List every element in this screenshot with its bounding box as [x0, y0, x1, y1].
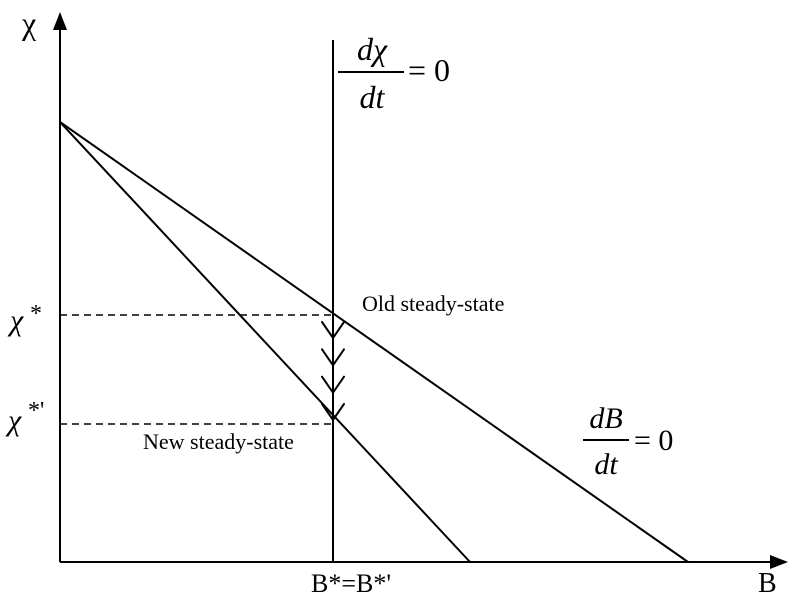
y-tick-new-steady-state: χ *' — [5, 398, 44, 437]
transition-arrow-chevron — [321, 348, 345, 368]
y-tick-new-base: χ — [5, 404, 22, 437]
x-axis-arrowhead — [770, 555, 788, 569]
new-db-dt-locus-line — [59, 121, 471, 563]
new-steady-state-label: New steady-state — [143, 429, 294, 454]
vertical-locus-equals: = 0 — [408, 52, 450, 88]
x-axis-tick-label: B*=B*' — [311, 569, 391, 598]
transition-arrows — [321, 321, 345, 422]
x-axis-label: B — [758, 568, 777, 598]
downward-locus-numerator: dB — [589, 402, 622, 435]
y-tick-old-mark: * — [30, 301, 42, 327]
downward-locus-denominator: dt — [594, 448, 618, 481]
transition-arrow-chevron — [321, 403, 345, 422]
y-tick-new-mark: *' — [28, 398, 44, 424]
vertical-locus-denominator: dt — [360, 79, 386, 115]
old-db-dt-locus-line — [59, 121, 689, 563]
y-tick-old-base: χ — [7, 304, 24, 337]
y-axis-label: χ — [21, 5, 37, 41]
transition-arrow-chevron — [321, 321, 345, 340]
vertical-locus-label: dχ dt = 0 — [338, 31, 450, 115]
old-steady-state-label: Old steady-state — [362, 291, 504, 316]
vertical-locus-numerator: dχ — [357, 31, 388, 67]
downward-locus-label: dB dt = 0 — [583, 402, 673, 481]
y-axis-arrowhead — [53, 12, 67, 30]
transition-arrow-chevron — [321, 375, 345, 395]
y-tick-old-steady-state: χ * — [7, 301, 42, 337]
downward-locus-equals: = 0 — [634, 424, 673, 457]
